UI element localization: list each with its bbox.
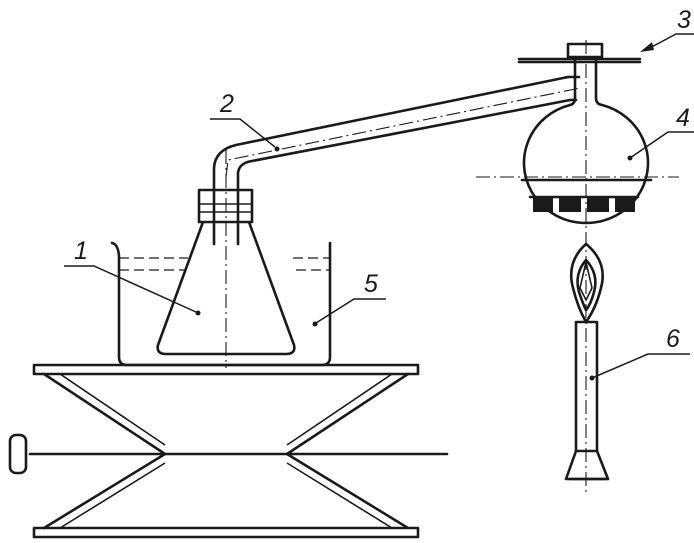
burner — [564, 320, 610, 481]
clamp — [517, 42, 642, 100]
label-1: 1 — [74, 237, 88, 265]
callout-4: 4 — [627, 104, 694, 161]
callout-2: 2 — [210, 90, 280, 152]
water-bath — [110, 241, 332, 367]
lab-jack — [8, 363, 449, 539]
callout-6: 6 — [589, 325, 690, 381]
burner-flame — [569, 242, 604, 324]
callout-1: 1 — [64, 237, 201, 316]
label-6: 6 — [666, 325, 680, 353]
label-5: 5 — [364, 270, 378, 298]
label-4: 4 — [676, 104, 690, 132]
receiving-flask — [520, 96, 653, 225]
callout-3: 3 — [640, 6, 694, 52]
label-3: 3 — [677, 6, 691, 34]
center-lines — [225, 40, 679, 495]
callout-5: 5 — [312, 270, 386, 327]
connecting-tube — [212, 75, 581, 192]
label-2: 2 — [219, 90, 234, 118]
